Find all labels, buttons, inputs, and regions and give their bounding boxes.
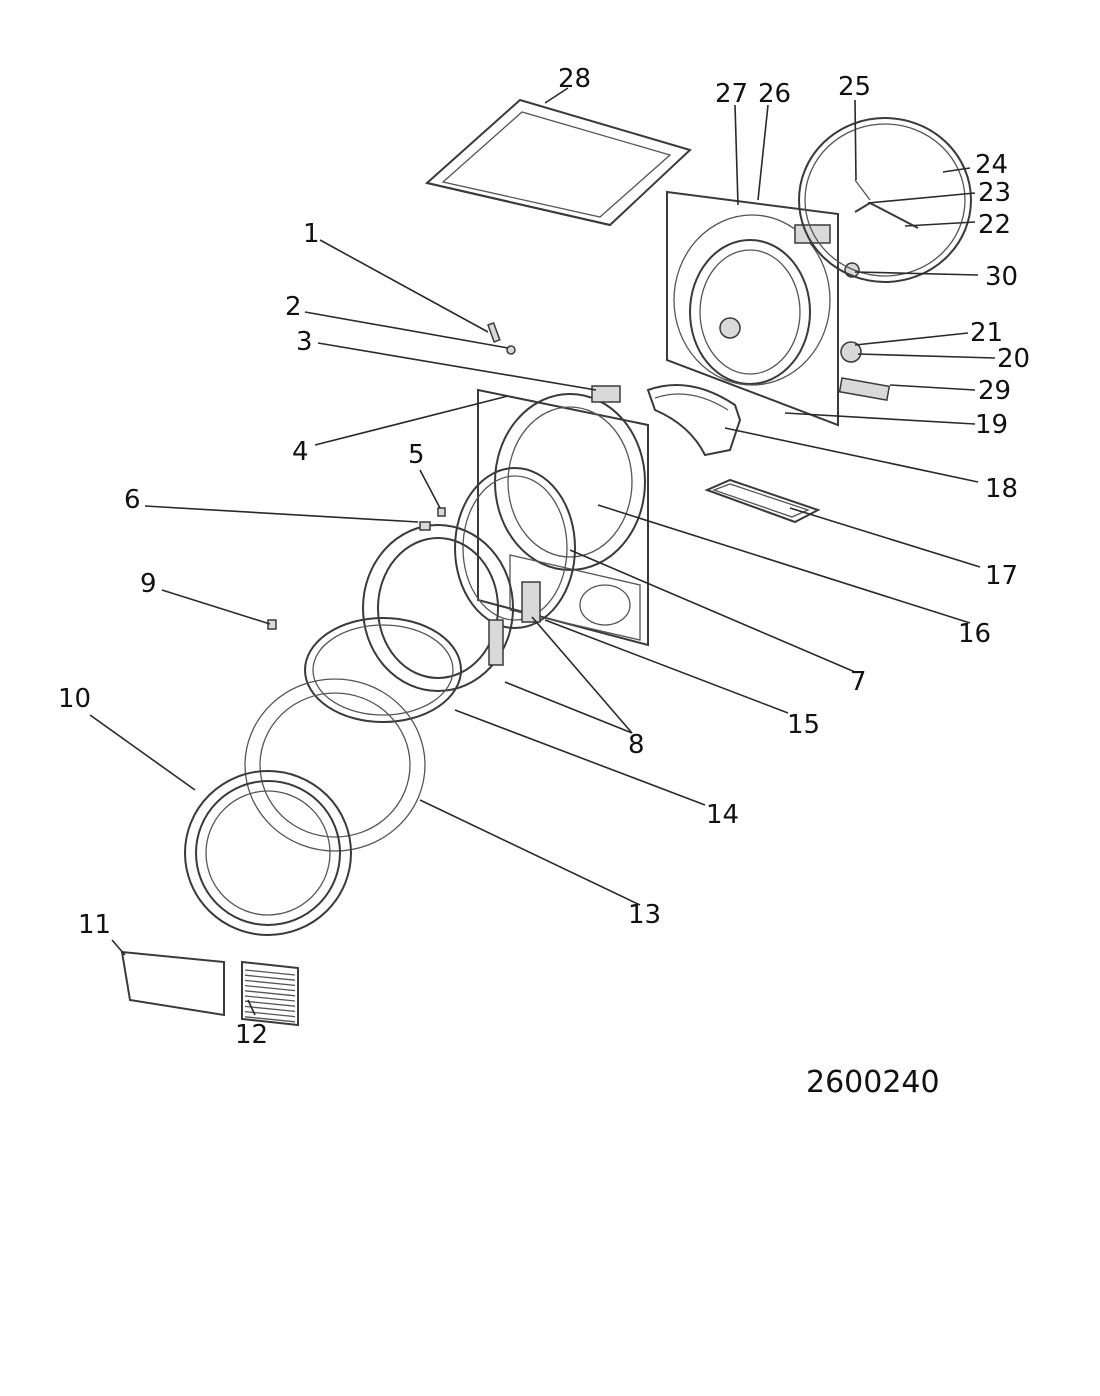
- part-label-10: 10: [58, 684, 91, 714]
- top-cover-part: [424, 98, 692, 227]
- part-label-21: 21: [970, 318, 1003, 348]
- filter-part: [704, 478, 821, 524]
- outer-door-frame-part: [244, 678, 426, 852]
- part-label-8: 8: [628, 730, 645, 760]
- inner-door-frame-part: [362, 524, 514, 692]
- grille-slat: [244, 984, 296, 992]
- part-label-15: 15: [787, 710, 820, 740]
- grille-slat: [244, 990, 296, 997]
- rear-panel-part: [666, 190, 891, 427]
- part-label-24: 24: [975, 150, 1008, 180]
- part-label-6: 6: [124, 485, 141, 515]
- grille-part: [241, 960, 299, 1027]
- part-label-25: 25: [838, 72, 871, 102]
- part-label-23: 23: [978, 178, 1011, 208]
- part-label-2: 2: [285, 292, 302, 322]
- door-ring-part: [184, 770, 352, 936]
- filter-housing-part: [646, 384, 742, 457]
- part-label-17: 17: [985, 561, 1018, 591]
- part-label-28: 28: [558, 64, 591, 94]
- grille-slat: [244, 1016, 296, 1023]
- part-label-30: 30: [985, 262, 1018, 292]
- part-label-9: 9: [140, 569, 157, 599]
- part-label-29: 29: [978, 376, 1011, 406]
- grille-slat: [244, 1000, 296, 1007]
- part-label-12: 12: [235, 1020, 268, 1050]
- part-label-22: 22: [978, 210, 1011, 240]
- part-label-7: 7: [850, 667, 867, 697]
- door-gasket-part: [454, 467, 576, 629]
- diagram-code: 2600240: [806, 1065, 940, 1100]
- hinge-part: [521, 581, 541, 623]
- part-label-4: 4: [292, 437, 309, 467]
- part-label-26: 26: [758, 79, 791, 109]
- part-label-19: 19: [975, 410, 1008, 440]
- plinth-panel-part: [120, 950, 225, 1017]
- front-panel-part: [477, 388, 649, 647]
- part-label-20: 20: [997, 344, 1030, 374]
- grille-slat: [244, 974, 296, 981]
- part-label-5: 5: [408, 440, 425, 470]
- part-label-14: 14: [706, 800, 739, 830]
- small-parts: [267, 321, 621, 630]
- grille-slat: [244, 1010, 296, 1018]
- part-label-3: 3: [296, 327, 313, 357]
- part-label-11: 11: [78, 910, 111, 940]
- part-label-18: 18: [985, 474, 1018, 504]
- part-label-16: 16: [958, 619, 991, 649]
- grille-slat: [244, 969, 296, 976]
- part-label-1: 1: [303, 219, 320, 249]
- grille-slat: [244, 979, 296, 987]
- part-label-13: 13: [628, 900, 661, 930]
- door-glass-part: [304, 617, 462, 723]
- part-labels: 1 2 3 4 5 6 7 8 9 10 11 12 13 14 15 16 1…: [58, 64, 1030, 1050]
- grille-slat: [244, 1005, 296, 1013]
- grille-slat: [244, 995, 296, 1002]
- heating-element-ring-part: [798, 117, 972, 283]
- leader-lines: [89, 87, 996, 1016]
- part-label-27: 27: [715, 79, 748, 109]
